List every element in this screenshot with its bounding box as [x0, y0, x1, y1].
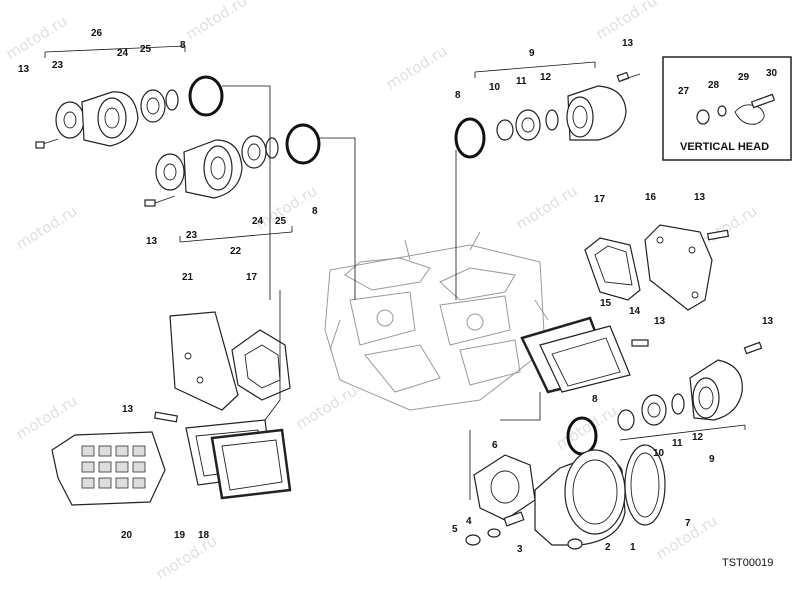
watermark: motod.ru — [383, 42, 451, 94]
callout-13: 13 — [654, 316, 666, 327]
callout-1: 1 — [630, 542, 636, 553]
callout-29: 29 — [738, 72, 750, 83]
callout-17: 17 — [246, 272, 258, 283]
callout-12: 12 — [540, 72, 552, 83]
callout-5: 5 — [452, 524, 458, 535]
callout-6: 6 — [492, 440, 498, 451]
callout-8: 8 — [592, 394, 598, 405]
callout-30: 30 — [766, 68, 778, 79]
callout-10: 10 — [653, 448, 665, 459]
callout-2: 2 — [605, 542, 611, 553]
watermark: motod.ru — [183, 0, 251, 43]
reed-valve-left — [51, 290, 292, 506]
watermark: motod.ru — [593, 0, 661, 43]
callout-25: 25 — [140, 44, 152, 55]
callout-28: 28 — [708, 80, 720, 91]
vertical-head-inset: VERTICAL HEAD — [662, 56, 792, 161]
callout-16: 16 — [645, 192, 657, 203]
callout-9: 9 — [709, 454, 715, 465]
callout-21: 21 — [182, 272, 194, 283]
reed-valve-right — [500, 224, 730, 421]
callout-27: 27 — [678, 86, 690, 97]
callout-8: 8 — [180, 40, 186, 51]
callout-13: 13 — [762, 316, 774, 327]
callout-17: 17 — [594, 194, 606, 205]
callout-14: 14 — [629, 306, 641, 317]
callout-13: 13 — [18, 64, 30, 75]
watermark: motod.ru — [153, 532, 221, 584]
watermark: motod.ru — [3, 12, 71, 64]
callout-11: 11 — [672, 438, 683, 449]
rotary-valve-assembly-upper-left — [35, 45, 224, 149]
callout-8: 8 — [455, 90, 461, 101]
watermark: motod.ru — [553, 402, 621, 454]
engine-block — [324, 231, 549, 411]
callout-23: 23 — [52, 60, 64, 71]
callout-15: 15 — [600, 298, 612, 309]
callout-7: 7 — [685, 518, 691, 529]
watermark: motod.ru — [13, 392, 81, 444]
callout-25: 25 — [275, 216, 287, 227]
callout-12: 12 — [692, 432, 704, 443]
callout-11: 11 — [516, 76, 527, 87]
callout-4: 4 — [466, 516, 472, 527]
callout-13: 13 — [622, 38, 634, 49]
watermark: motod.ru — [293, 382, 361, 434]
callout-labels: 26 13 23 24 25 8 8 24 25 13 23 22 9 13 8… — [18, 28, 778, 555]
callout-23: 23 — [186, 230, 198, 241]
callout-8: 8 — [312, 206, 318, 217]
watermark: motod.ru — [13, 202, 81, 254]
callout-22: 22 — [230, 246, 242, 257]
callout-13: 13 — [694, 192, 706, 203]
callout-10: 10 — [489, 82, 501, 93]
rotary-valve-assembly-lower-right — [566, 341, 763, 456]
callout-20: 20 — [121, 530, 133, 541]
callout-19: 19 — [174, 530, 186, 541]
reed-grid — [81, 445, 146, 489]
callout-13: 13 — [122, 404, 134, 415]
callout-24: 24 — [252, 216, 264, 227]
callout-3: 3 — [517, 544, 523, 555]
vertical-head-title: VERTICAL HEAD — [680, 141, 769, 153]
callout-26: 26 — [91, 28, 103, 39]
callout-18: 18 — [198, 530, 210, 541]
intake-assembly-lower — [465, 430, 666, 550]
callout-24: 24 — [117, 48, 129, 59]
callout-9: 9 — [529, 48, 535, 59]
drawing-code: TST00019 — [722, 557, 773, 569]
rotary-valve-assembly-middle-left — [144, 85, 356, 300]
callout-13: 13 — [146, 236, 158, 247]
watermark: motod.ru — [513, 182, 581, 234]
rotary-valve-assembly-upper-right — [454, 61, 641, 300]
